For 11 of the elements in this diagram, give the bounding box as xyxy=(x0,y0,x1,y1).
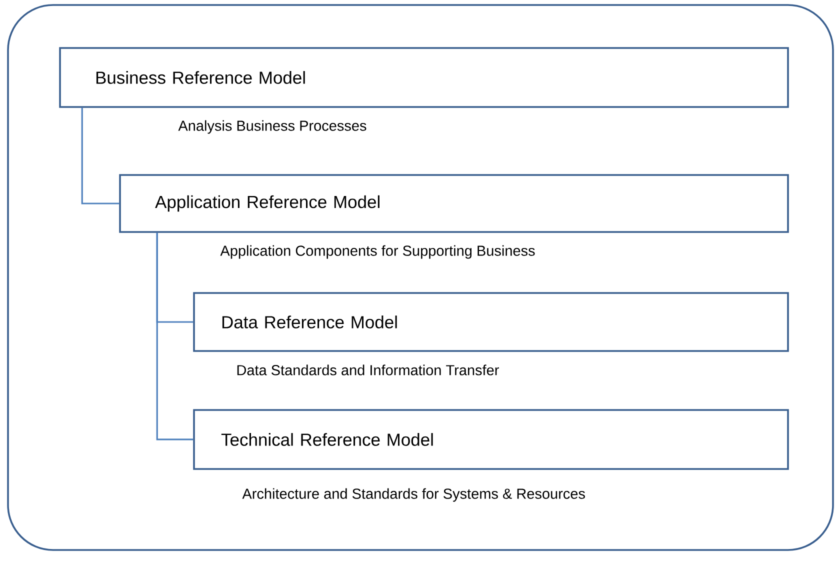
model-box: Application Reference Model xyxy=(119,174,789,233)
model-box: Data Reference Model xyxy=(193,292,789,352)
model-box: Technical Reference Model xyxy=(193,409,789,470)
connector-line xyxy=(81,108,120,204)
description-text: Analysis Business Processes xyxy=(178,120,366,134)
description-text: Application Components for Supporting Business xyxy=(220,245,535,259)
frame-box xyxy=(7,4,834,551)
model-box: Business Reference Model xyxy=(59,47,789,108)
description-text: Architecture and Standards for Systems & Resources xyxy=(242,488,585,502)
connector-line xyxy=(156,232,194,440)
description-text: Data Standards and Information Transfer xyxy=(237,364,499,376)
